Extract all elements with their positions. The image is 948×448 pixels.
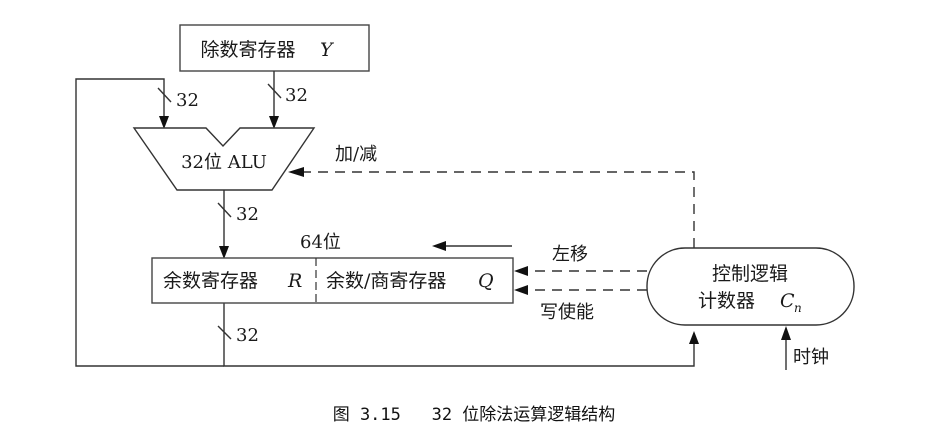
arrow-head (781, 326, 791, 340)
register-width-label: 64位 (300, 232, 341, 253)
alu-shape (132, 127, 316, 191)
write-enable-signal: 写使能 (514, 285, 647, 323)
add-sub-signal: 加/减 (288, 144, 695, 248)
arrow-head (219, 246, 229, 259)
arrow-head (159, 116, 169, 129)
arrow-head (432, 241, 446, 251)
add-sub-label: 加/减 (335, 144, 377, 165)
arrow-head (689, 331, 699, 344)
register-box (151, 257, 514, 304)
alu-label: 32位 ALU (181, 152, 267, 173)
alu-to-register-bus: 32 (217, 190, 259, 259)
bus-slash (267, 83, 282, 99)
alu: 32位 ALU (132, 127, 316, 191)
quotient-register-label: 余数/商寄存器 (326, 270, 446, 292)
arrow-head (514, 285, 528, 295)
divisor-register-var: Y (320, 39, 335, 61)
control-logic-line2: 计数器 (698, 290, 755, 312)
bus-width-register-out: 32 (236, 325, 259, 346)
clock-label: 时钟 (793, 347, 829, 368)
register-output-bus (223, 303, 695, 367)
counter-subscript: n (794, 301, 802, 315)
write-enable-label: 写使能 (540, 302, 594, 323)
control-logic-line1: 控制逻辑 (712, 263, 788, 285)
register-64: 64位 余数寄存器 R 余数/商寄存器 Q (151, 232, 514, 304)
feedback-bus (75, 78, 224, 367)
divisor-register: 除数寄存器 Y (179, 24, 370, 72)
bus-slash (217, 325, 232, 340)
counter-var: C (780, 290, 795, 312)
bus-width-feedback: 32 (176, 90, 199, 111)
feedback-loop: 32 32 (75, 78, 699, 367)
bus-width-alu-out: 32 (236, 204, 259, 225)
figure-caption: 图 3.15 32 位除法运算逻辑结构 (333, 405, 616, 425)
arrow-head (288, 167, 304, 177)
bus-width-divisor: 32 (285, 85, 308, 106)
divisor-to-alu-bus: 32 (267, 71, 308, 129)
shift-left-signal: 左移 (432, 241, 647, 276)
bus-slash (217, 202, 232, 218)
arrow-head (269, 116, 279, 129)
remainder-register-var: R (287, 270, 302, 292)
divisor-register-box (179, 24, 370, 72)
bus-slash (157, 87, 172, 103)
remainder-register-label: 余数寄存器 (163, 270, 258, 292)
control-logic-shape (646, 247, 855, 326)
control-logic: 控制逻辑 计数器 C n (646, 247, 855, 326)
clock-signal: 时钟 (781, 326, 829, 370)
divisor-register-label: 除数寄存器 (200, 39, 295, 61)
arrow-head (514, 266, 528, 276)
quotient-register-var: Q (478, 270, 494, 292)
shift-left-label: 左移 (552, 244, 588, 265)
